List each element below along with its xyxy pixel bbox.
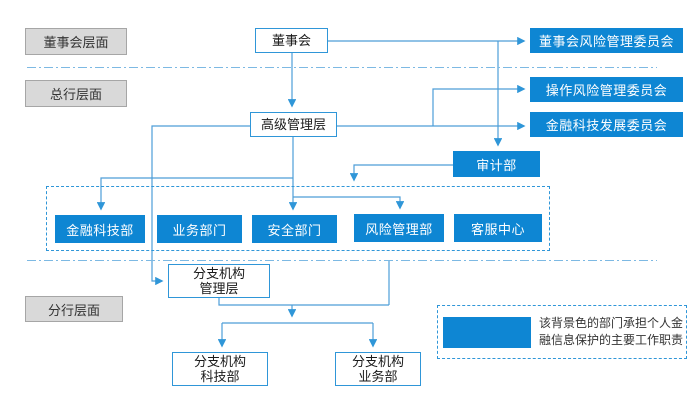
edge-senior-to-operational-risk-committee xyxy=(432,84,526,126)
node-customer-service-center: 客服中心 xyxy=(454,214,542,242)
edge-audit-to-dept-group xyxy=(349,164,453,182)
node-business-dept: 业务部门 xyxy=(157,215,242,243)
edge-senior-to-risk-management-dept xyxy=(293,196,405,210)
legend-note: 该背景色的部门承担个人金 融信息保护的主要工作职责 xyxy=(539,316,684,347)
edge-branch-management-down xyxy=(218,298,389,306)
legend-color-swatch xyxy=(443,316,531,348)
head-office-departments-group xyxy=(46,186,550,251)
node-board-risk-committee: 董事会风险管理委员会 xyxy=(530,28,683,53)
node-branch-management: 分支机构 管理层 xyxy=(168,264,270,298)
level-label-board: 董事会层面 xyxy=(25,28,127,55)
node-fintech-development-committee: 金融科技发展委员会 xyxy=(530,112,683,137)
node-security-dept: 安全部门 xyxy=(252,215,337,243)
node-fintech-dept: 金融科技部 xyxy=(55,215,145,243)
edge-senior-to-fintech-dept xyxy=(96,177,293,211)
node-branch-business-dept: 分支机构 业务部 xyxy=(335,352,421,386)
edge-senior-to-branch-management xyxy=(151,125,250,286)
node-audit-dept: 审计部 xyxy=(453,151,540,177)
level-label-head-office: 总行层面 xyxy=(25,80,127,107)
node-risk-management-dept: 风险管理部 xyxy=(354,214,444,242)
node-board-of-directors: 董事会 xyxy=(255,28,328,53)
node-senior-management: 高级管理层 xyxy=(250,112,337,137)
node-branch-tech-dept: 分支机构 科技部 xyxy=(172,352,268,386)
legend-box: 该背景色的部门承担个人金 融信息保护的主要工作职责 xyxy=(437,305,687,359)
level-label-branch: 分行层面 xyxy=(25,296,123,322)
node-operational-risk-committee: 操作风险管理委员会 xyxy=(530,77,683,102)
